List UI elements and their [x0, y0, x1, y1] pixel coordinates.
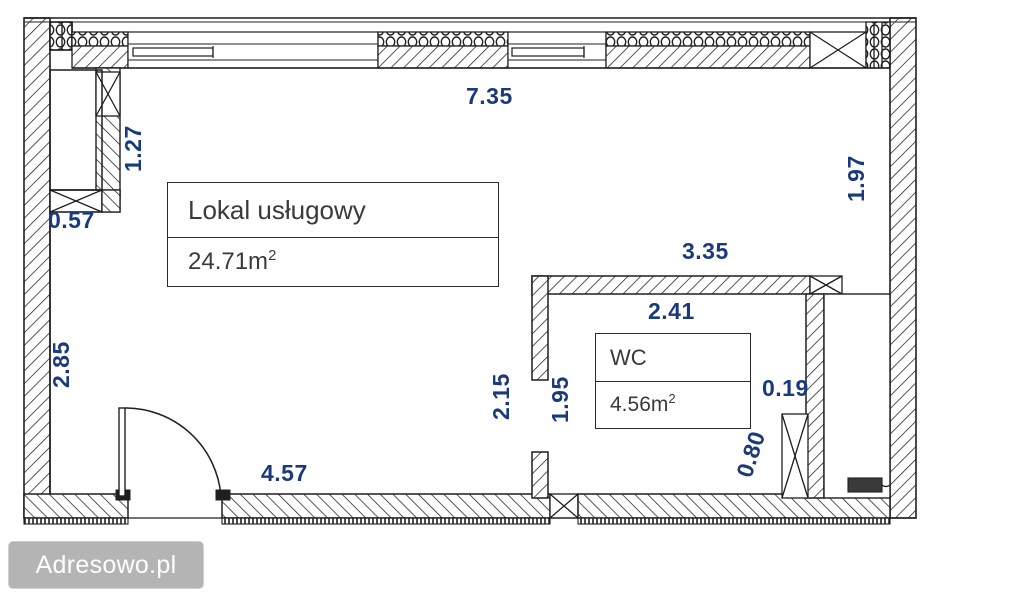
- partition-wc: [531, 275, 843, 499]
- dimension-left-alcove: 0.57: [48, 207, 95, 233]
- alcove-top-left: [49, 67, 121, 518]
- entrance-door: [118, 407, 222, 497]
- opening-wc-top-right: [809, 275, 843, 295]
- dimension-wc-left-outer: 2.15: [488, 373, 514, 420]
- dimension-bottom-main: 4.57: [261, 460, 308, 486]
- room-name-wc: WC: [610, 344, 647, 370]
- opening-bottom-mid: [549, 493, 579, 519]
- room-label-lokal-area-row: 24.71m2: [168, 238, 498, 286]
- room-area-lokal: 24.71m2: [188, 248, 277, 275]
- room-area-wc-superscript: 2: [668, 391, 676, 406]
- room-label-wc-name-row: WC: [596, 334, 750, 382]
- dimension-left-lower: 2.85: [48, 341, 74, 388]
- wall-top-assembly: [24, 17, 916, 69]
- window-top-1: [127, 31, 379, 69]
- dimension-top-main: 7.35: [466, 83, 513, 109]
- watermark-badge: Adresowo.pl: [8, 541, 204, 589]
- room-name-lokal: Lokal usługowy: [188, 194, 366, 225]
- room-label-wc: WC 4.56m2: [595, 333, 751, 429]
- watermark-text: Adresowo.pl: [35, 550, 177, 579]
- door-opening-wc: [781, 413, 809, 499]
- wall-right-exterior: [889, 17, 917, 519]
- room-label-wc-area-row: 4.56m2: [596, 382, 750, 426]
- room-label-lokal: Lokal usługowy 24.71m2: [167, 182, 499, 287]
- dimension-left-upper: 1.27: [120, 125, 146, 172]
- room-label-lokal-name-row: Lokal usługowy: [168, 183, 498, 238]
- corridor-right: [823, 293, 891, 499]
- outer-walls: [23, 17, 917, 525]
- door-opening-top-right: [809, 31, 867, 69]
- dimension-wc-top: 2.41: [648, 298, 695, 324]
- room-area-lokal-superscript: 2: [268, 248, 277, 264]
- dimension-right-mid: 3.35: [682, 238, 729, 264]
- dimension-wc-right: 0.19: [762, 375, 809, 401]
- dimension-wc-left-inner: 1.95: [547, 376, 573, 423]
- wall-left-exterior: [23, 17, 51, 519]
- wall-bottom-assembly: [23, 489, 916, 525]
- room-area-wc: 4.56m2: [610, 391, 676, 416]
- window-top-2: [507, 31, 607, 69]
- dimension-right-upper: 1.97: [843, 155, 869, 202]
